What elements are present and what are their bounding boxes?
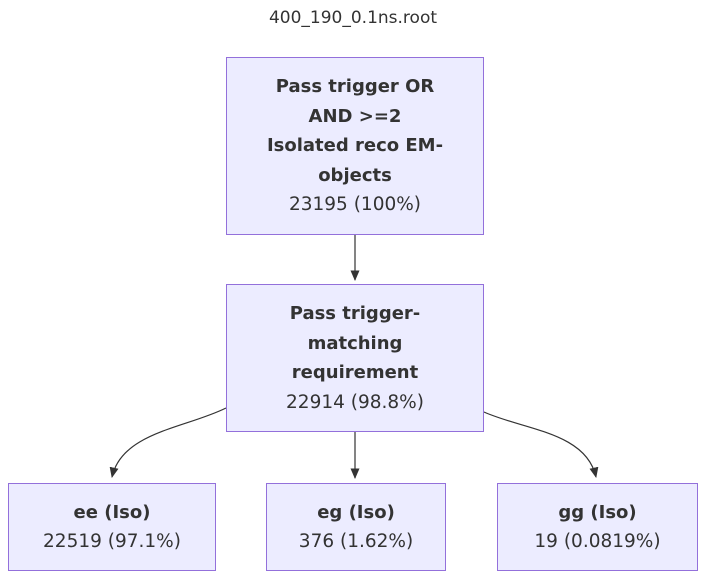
node-trigger-matching: Pass trigger- matching requirement 22914… [226,284,484,432]
edge-match-to-gg [483,411,599,478]
node-gg-iso: gg (Iso) 19 (0.0819%) [497,483,698,571]
diagram-title: 400_190_0.1ns.root [268,8,438,28]
node-label: ee (Iso) [73,501,151,523]
node-label: gg (Iso) [558,501,637,523]
node-stat: 23195 (100%) [288,194,422,216]
node-stat: 22914 (98.8%) [286,391,424,413]
node-label: Pass trigger- matching requirement [289,303,421,383]
node-label: Pass trigger OR AND >=2 Isolated reco EM… [266,76,444,186]
node-pass-trigger-or: Pass trigger OR AND >=2 Isolated reco EM… [226,57,484,235]
node-stat: 376 (1.62%) [298,531,414,552]
node-stat: 22519 (97.1%) [43,531,181,552]
node-ee-iso: ee (Iso) 22519 (97.1%) [8,483,216,571]
edge-match-to-ee [109,407,227,478]
node-stat: 19 (0.0819%) [534,531,661,552]
node-eg-iso: eg (Iso) 376 (1.62%) [266,483,446,571]
node-label: eg (Iso) [317,501,395,523]
